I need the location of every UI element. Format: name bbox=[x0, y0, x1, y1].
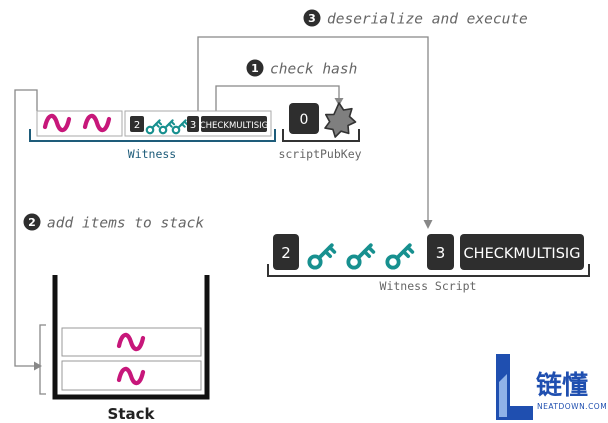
ws-op-checkmultisig-text: CHECKMULTISIG bbox=[464, 246, 581, 262]
op-n-box bbox=[187, 116, 199, 132]
witness-script-bracket bbox=[267, 264, 590, 277]
step-1-label: 1 check hash bbox=[246, 59, 357, 78]
step-3-label: 3 deserialize and execute bbox=[303, 9, 528, 28]
stack-container bbox=[52, 275, 210, 400]
step-2-number: 2 bbox=[28, 216, 36, 229]
stack-items-bracket bbox=[39, 324, 46, 395]
step-3-number: 3 bbox=[308, 12, 316, 25]
op-n-text: 3 bbox=[190, 120, 196, 131]
neatdown-logo: 链懂 NEATDOWN.COM bbox=[496, 354, 607, 420]
arrow-heads bbox=[34, 98, 433, 371]
deserialize-line bbox=[197, 36, 429, 222]
step-1-number: 1 bbox=[251, 62, 259, 75]
add-items-line bbox=[14, 89, 38, 367]
op-checkmultisig-box bbox=[201, 116, 267, 132]
witness-label: Witness bbox=[128, 147, 176, 161]
step-1-text: check hash bbox=[270, 62, 357, 78]
key-icon bbox=[346, 243, 376, 270]
step-2-text: add items to stack bbox=[47, 216, 204, 232]
key-icon bbox=[385, 243, 415, 270]
witness-script-small: 2 3 CHECKMULTISIG bbox=[124, 110, 272, 137]
op-m-text: 2 bbox=[134, 120, 140, 131]
ws-op-m-text: 2 bbox=[281, 244, 291, 262]
ws-op-checkmultisig-box bbox=[460, 234, 584, 270]
check-hash-line bbox=[215, 85, 340, 112]
witness-signatures bbox=[36, 110, 123, 137]
logo-mark-accent bbox=[499, 374, 507, 417]
stack: Stack bbox=[39, 275, 210, 423]
step-3-badge bbox=[303, 9, 321, 27]
op-m-box bbox=[130, 116, 144, 132]
witness-script-large: 2 3 CHECKMULTISIG Witness Script bbox=[267, 234, 590, 293]
ws-op-m-box bbox=[273, 234, 299, 270]
arrow-head-icon bbox=[423, 220, 433, 229]
arrow-head-icon bbox=[334, 98, 344, 106]
version-box bbox=[289, 103, 319, 134]
script-pubkey-bracket bbox=[282, 129, 360, 142]
version-text: 0 bbox=[300, 112, 309, 128]
witness-bracket bbox=[29, 129, 276, 142]
ws-op-n-box bbox=[427, 234, 454, 270]
op-checkmultisig-text: CHECKMULTISIG bbox=[200, 121, 269, 131]
hash-star-icon bbox=[324, 102, 357, 138]
step-3-text: deserialize and execute bbox=[327, 12, 528, 28]
step-2-label: 2 add items to stack bbox=[23, 213, 204, 232]
arrow-head-icon bbox=[34, 361, 42, 371]
key-icon bbox=[307, 243, 337, 270]
step-2-badge bbox=[23, 213, 41, 231]
logo-brand-text: 链懂 bbox=[536, 370, 588, 401]
script-pubkey: 0 scriptPubKey bbox=[278, 102, 362, 161]
step-1-badge bbox=[246, 59, 264, 77]
stack-label: Stack bbox=[108, 405, 156, 423]
logo-site-text: NEATDOWN.COM bbox=[537, 402, 607, 411]
connector-lines bbox=[14, 36, 429, 367]
script-pubkey-label: scriptPubKey bbox=[278, 147, 361, 161]
witness-script-label: Witness Script bbox=[380, 279, 477, 293]
ws-op-n-text: 3 bbox=[436, 244, 446, 262]
